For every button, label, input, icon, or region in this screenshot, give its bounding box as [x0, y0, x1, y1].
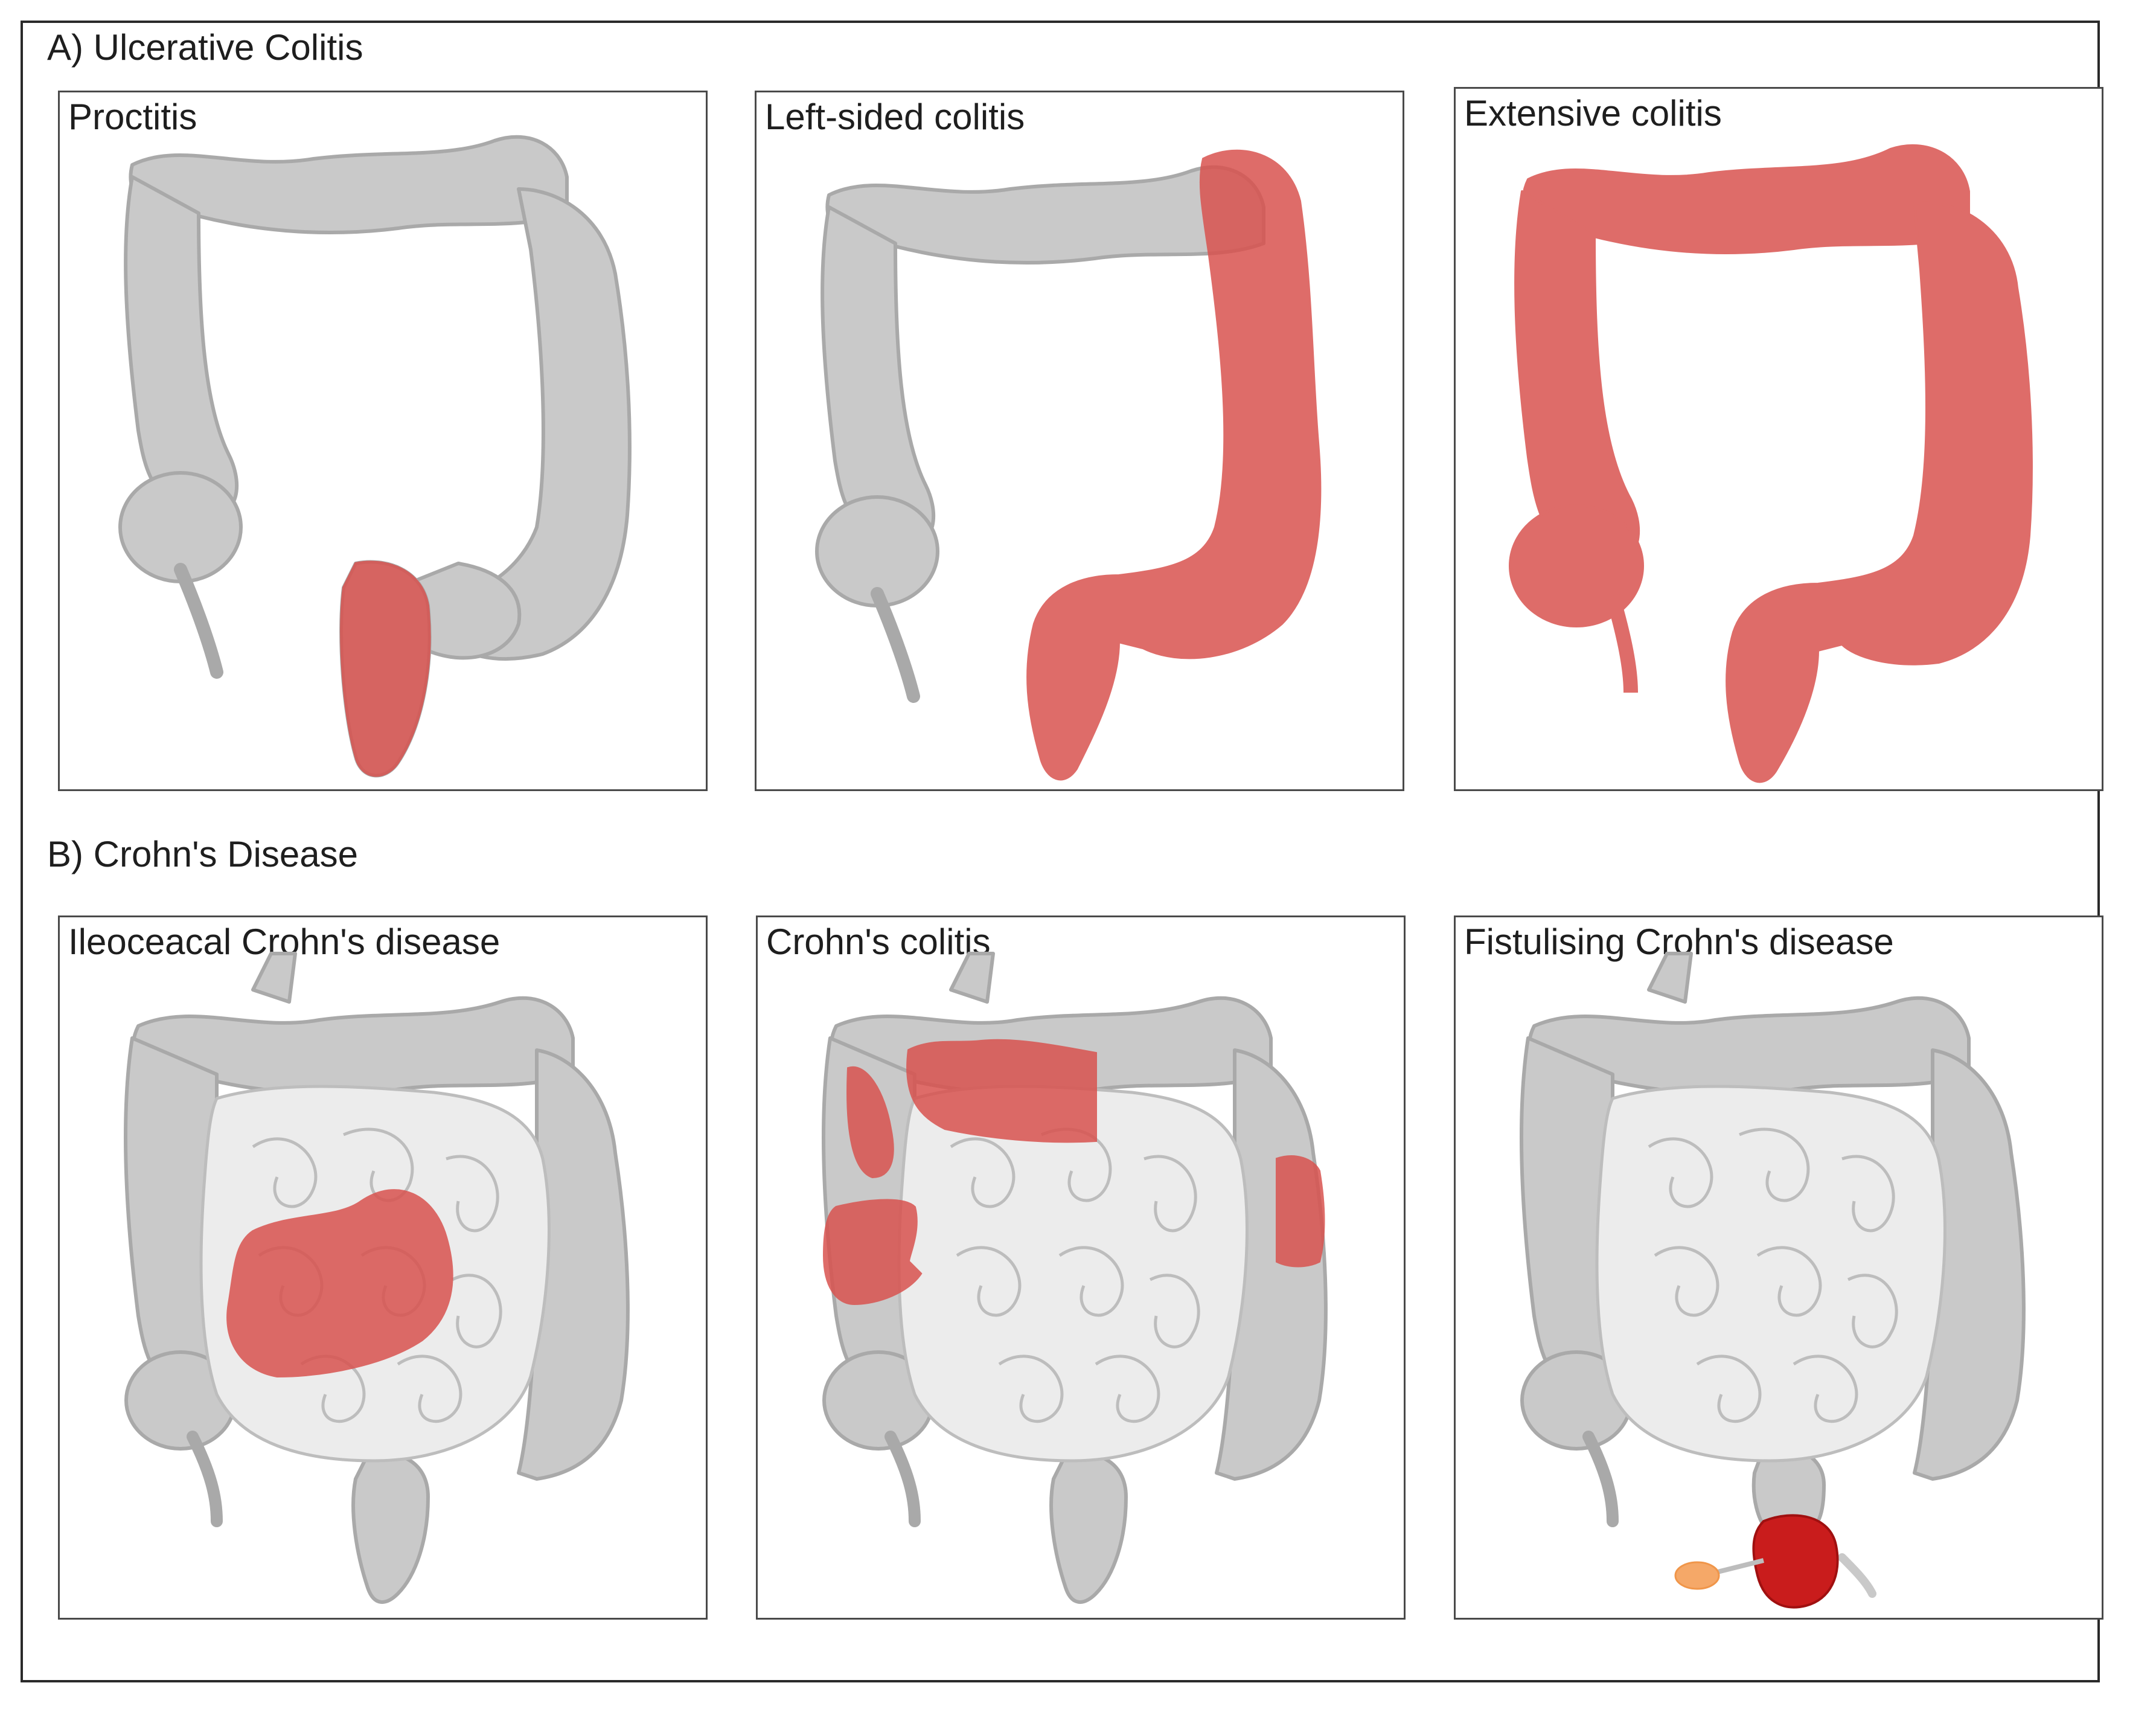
descending-colon [517, 1048, 630, 1481]
colon-illustration [118, 135, 632, 778]
inflamed-appendix [1605, 594, 1638, 693]
panel-label: Crohn's colitis [766, 922, 991, 962]
inflamed-descending-colon [1726, 201, 2033, 783]
panel-proctitis: Proctitis [58, 91, 708, 791]
figure-frame [21, 21, 2100, 1682]
esophagus-stub [1647, 952, 1693, 1004]
intestine-illustration [1520, 952, 2026, 1609]
panel-label: Left-sided colitis [765, 97, 1025, 137]
intestine-illustration [124, 952, 630, 1604]
esophagus-stub [949, 952, 995, 1004]
transverse-colon [129, 135, 569, 235]
appendix [884, 1431, 921, 1527]
appendix [871, 587, 920, 703]
panel-extensive-colitis: Extensive colitis [1454, 87, 2103, 791]
inflamed-patch-descending [1276, 1155, 1325, 1268]
appendix [187, 1431, 223, 1527]
fistula-line [1715, 1558, 1764, 1575]
descending-colon [432, 187, 632, 661]
transverse-colon [132, 996, 575, 1096]
transverse-colon [1527, 996, 1971, 1096]
inflamed-cecum [1509, 504, 1644, 627]
section-b-title: B) Crohn's Disease [47, 834, 358, 874]
inflamed-patch-ascending-upper [846, 1066, 894, 1179]
inflamed-ileocaecal-region [226, 1189, 453, 1378]
inflamed-transverse-colon [1522, 144, 1970, 255]
panel-left-sided-colitis: Left-sided colitis [755, 91, 1404, 791]
colon-illustration [815, 149, 1322, 781]
ascending-colon [124, 175, 239, 517]
appendix [174, 563, 223, 679]
panel-crohns-colitis: Crohn's colitis [756, 915, 1406, 1620]
inflamed-patch-ascending-lower [822, 1199, 923, 1306]
esophagus-stub [251, 952, 297, 1004]
inflamed-rectum [340, 560, 431, 777]
panel-label: Extensive colitis [1464, 93, 1722, 133]
small-intestine [1595, 1085, 1946, 1463]
ascending-colon [820, 205, 936, 547]
inflamed-anorectum [1752, 1514, 1839, 1609]
colon-illustration [1509, 144, 2033, 783]
rectum [351, 1451, 430, 1604]
panel-label: Proctitis [68, 97, 197, 137]
perianal-abscess [1674, 1561, 1720, 1590]
section-a-title: A) Ulcerative Colitis [47, 27, 363, 68]
panel-fistulising-crohns: Fistulising Crohn's disease [1454, 915, 2103, 1620]
panel-ileoceacal-crohns: Ileoceacal Crohn's disease [58, 915, 708, 1620]
appendix [1582, 1431, 1619, 1527]
fistula-tract [1838, 1553, 1876, 1598]
descending-colon [1913, 1048, 2026, 1481]
inflamed-patch-transverse [906, 1039, 1097, 1143]
rectum [1049, 1451, 1128, 1604]
intestine-illustration [822, 952, 1328, 1604]
inflamed-left-colon [1026, 149, 1322, 781]
